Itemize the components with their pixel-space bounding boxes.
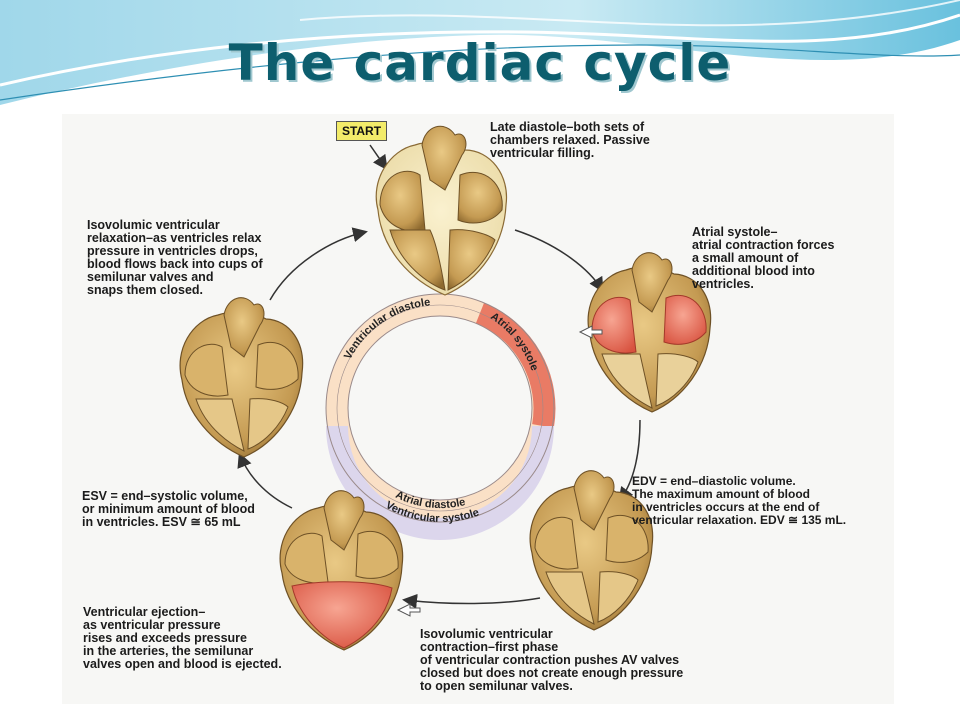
ring-systole-segment bbox=[326, 425, 554, 540]
ring-atrial-systole-segment bbox=[475, 302, 556, 428]
flow-arrow-ejection bbox=[396, 603, 421, 617]
start-label: START bbox=[336, 121, 387, 141]
cycle-arrow-3 bbox=[402, 593, 541, 609]
note-edv: EDV = end–diastolic volume. The maximum … bbox=[632, 474, 847, 527]
note-esv: ESV = end–systolic volume, or minimum am… bbox=[82, 489, 255, 529]
cycle-arrow-1 bbox=[514, 229, 604, 293]
header-wave-decoration bbox=[0, 0, 960, 105]
note-ventricular-ejection: Ventricular ejection– as ventricular pre… bbox=[83, 605, 282, 671]
note-isovolumic-contraction: Isovolumic ventricular contraction–first… bbox=[420, 627, 684, 693]
start-arrow bbox=[369, 144, 388, 171]
flow-arrow-atria bbox=[578, 325, 603, 339]
note-atrial-systole: Atrial systole– atrial contraction force… bbox=[692, 225, 835, 291]
heart-isovolumic-contraction bbox=[529, 470, 654, 631]
cycle-arrow-4 bbox=[237, 452, 293, 509]
slide-title: The cardiac cycle bbox=[228, 34, 732, 92]
note-late-diastole: Late diastole–both sets of chambers rela… bbox=[490, 120, 650, 160]
cycle-arrow-5 bbox=[269, 227, 368, 301]
heart-late-diastole bbox=[375, 125, 508, 296]
heart-isovolumic-relaxation bbox=[179, 297, 304, 458]
heart-atrial-systole bbox=[587, 252, 712, 413]
heart-ventricular-ejection bbox=[279, 490, 404, 651]
note-isovolumic-relaxation: Isovolumic ventricular relaxation–as ven… bbox=[87, 218, 263, 297]
cycle-ring: Ventricular diastole Atrial systole Atri… bbox=[325, 293, 556, 540]
